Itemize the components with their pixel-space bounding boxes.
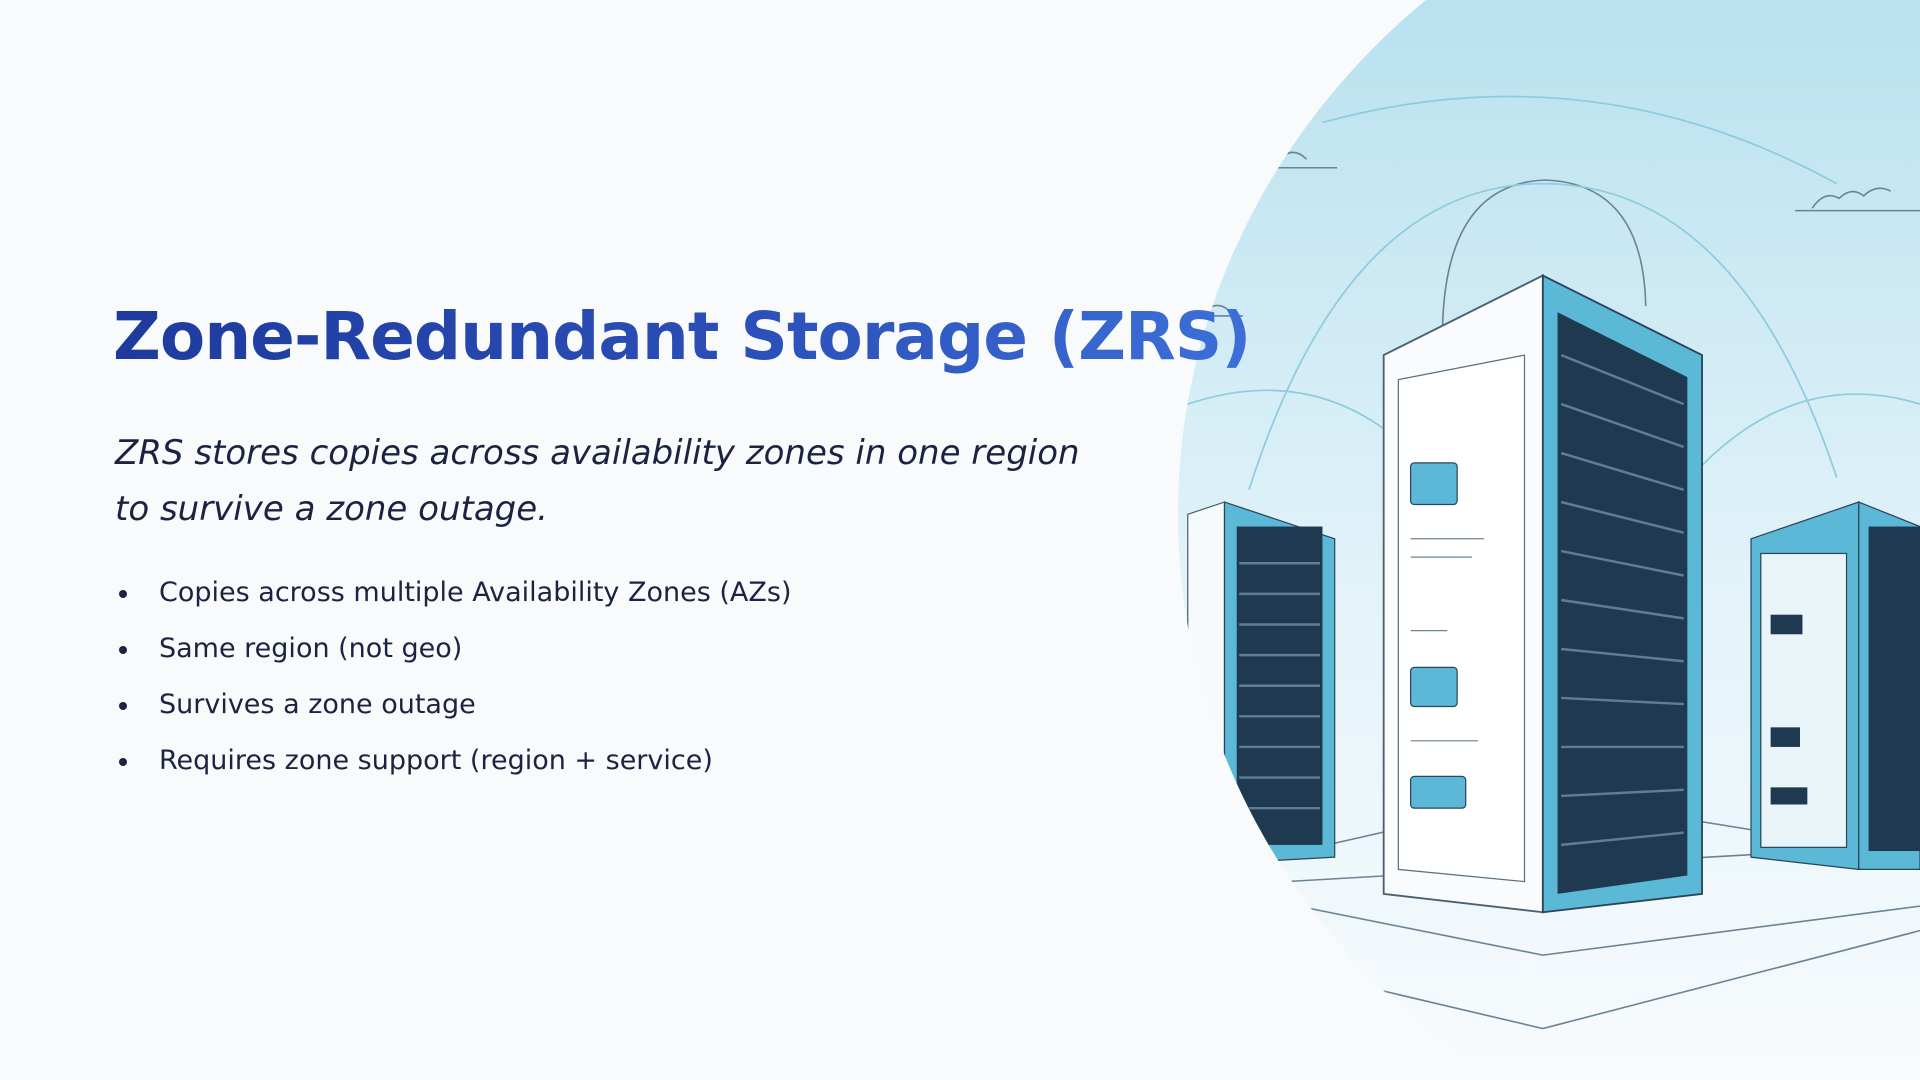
bullet-list: Copies across multiple Availability Zone… <box>115 565 791 789</box>
bullet-item: Survives a zone outage <box>115 677 791 733</box>
bullet-item: Copies across multiple Availability Zone… <box>115 565 791 621</box>
bullet-text: Survives a zone outage <box>159 689 476 720</box>
bullet-item: Requires zone support (region + service) <box>115 733 791 789</box>
slide-title: Zone-Redundant Storage (ZRS) <box>113 298 1251 375</box>
bullet-icon <box>119 758 127 766</box>
slide-subtitle: ZRS stores copies across availability zo… <box>115 433 1080 529</box>
bullet-text: Requires zone support (region + service) <box>159 745 713 776</box>
bullet-icon <box>119 646 127 654</box>
bullet-icon <box>119 702 127 710</box>
bullet-text: Copies across multiple Availability Zone… <box>159 577 792 608</box>
bullet-text: Same region (not geo) <box>159 633 463 664</box>
bullet-item: Same region (not geo) <box>115 621 791 677</box>
bullet-icon <box>119 590 127 598</box>
